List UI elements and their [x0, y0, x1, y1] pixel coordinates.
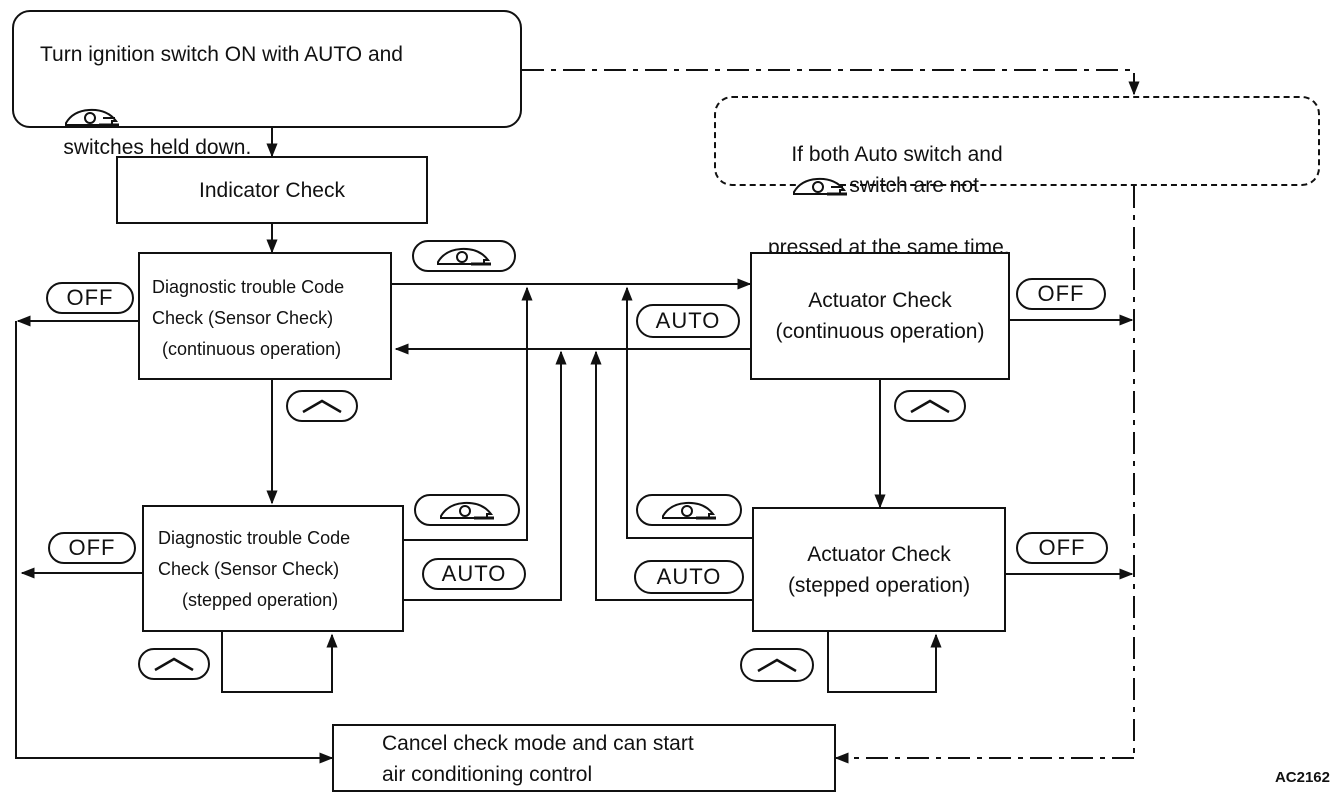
auto-button-actuator-to-dtc[interactable]: AUTO — [636, 304, 740, 338]
start-box: Turn ignition switch ON with AUTO and sw… — [12, 10, 522, 159]
recirculation-icon — [793, 178, 848, 196]
dtc-stepped-box: Diagnostic trouble Code Check (Sensor Ch… — [142, 505, 404, 632]
start-line-2: switches held down. — [63, 136, 252, 159]
actuator-stepped-line-1: Actuator Check — [807, 542, 951, 566]
off-label: OFF — [66, 285, 114, 310]
recirculation-icon — [65, 109, 120, 127]
cancel-box: Cancel check mode and can start air cond… — [332, 724, 836, 792]
off-button-dtc-stepped[interactable]: OFF — [48, 532, 136, 564]
actuator-continuous-line-2: (continuous operation) — [775, 320, 985, 343]
off-button-dtc[interactable]: OFF — [46, 282, 134, 314]
up-button-dtc-stepped[interactable] — [138, 648, 210, 680]
cancel-line-2: air conditioning control — [382, 763, 593, 786]
arrow-dtc-stepped-to-dtc — [404, 350, 567, 601]
recirculation-icon — [440, 501, 494, 520]
auto-button-actuator-stepped[interactable]: AUTO — [634, 560, 744, 594]
start-line-1: Turn ignition switch ON with AUTO and — [40, 43, 403, 66]
dtc-stepped-line-1: Diagnostic trouble Code — [158, 528, 351, 548]
auto-label: AUTO — [441, 561, 507, 586]
recirc-button-actuator-stepped[interactable] — [636, 494, 742, 526]
off-label: OFF — [1038, 535, 1086, 560]
off-label: OFF — [1037, 281, 1085, 306]
dtc-stepped-line-3: (stepped operation) — [182, 590, 339, 610]
up-button-actuator-stepped[interactable] — [740, 648, 814, 682]
recirc-button-dtc-to-actuator[interactable] — [412, 240, 516, 272]
warning-box: If both Auto switch and switch are not p… — [714, 96, 1320, 259]
actuator-continuous-line-1: Actuator Check — [808, 289, 952, 312]
up-arrow-icon — [910, 399, 950, 414]
loop-dtc-stepped — [221, 632, 338, 693]
off-button-actuator[interactable]: OFF — [1016, 278, 1106, 310]
up-arrow-icon — [302, 399, 342, 414]
actuator-continuous-box: Actuator Check (continuous operation) — [750, 252, 1010, 380]
recirc-button-dtc-stepped[interactable] — [414, 494, 520, 526]
up-button-actuator[interactable] — [894, 390, 966, 422]
arrow-dtc-stepped-to-actuator — [404, 286, 533, 541]
warning-line-1-suffix: switch are not — [849, 174, 979, 197]
auto-label: AUTO — [655, 308, 721, 333]
auto-button-dtc-stepped[interactable]: AUTO — [422, 558, 526, 590]
up-arrow-icon — [154, 657, 194, 672]
dtc-continuous-line-1: Diagnostic trouble Code — [152, 277, 345, 297]
indicator-check-label: Indicator Check — [199, 178, 345, 202]
warning-line-1-prefix: If both Auto switch and — [791, 143, 1003, 166]
recirculation-icon — [437, 247, 491, 266]
off-button-actuator-stepped[interactable]: OFF — [1016, 532, 1108, 564]
dtc-continuous-line-3: (continuous operation) — [162, 339, 342, 359]
arrow-actuator-stepped-to-actuator — [621, 286, 752, 539]
dtc-continuous-line-2: Check (Sensor Check) — [152, 308, 334, 328]
recirculation-icon — [662, 501, 716, 520]
up-arrow-icon — [757, 658, 797, 673]
indicator-check-box: Indicator Check — [116, 156, 428, 224]
actuator-stepped-line-2: (stepped operation) — [787, 573, 971, 597]
arrow-left-to-cancel — [15, 321, 334, 764]
figure-reference: AC2162 — [1274, 769, 1330, 786]
loop-actuator-stepped — [827, 632, 942, 693]
dtc-stepped-line-2: Check (Sensor Check) — [158, 559, 340, 579]
up-button-dtc[interactable] — [286, 390, 358, 422]
dashed-start-to-warning — [522, 69, 1140, 96]
off-label: OFF — [68, 535, 116, 560]
actuator-stepped-box: Actuator Check (stepped operation) — [752, 507, 1006, 632]
auto-label: AUTO — [656, 564, 722, 589]
dtc-continuous-box: Diagnostic trouble Code Check (Sensor Ch… — [138, 252, 392, 380]
arrow-actuator-stepped-to-dtc — [590, 350, 752, 601]
cancel-line-1: Cancel check mode and can start — [382, 732, 694, 755]
